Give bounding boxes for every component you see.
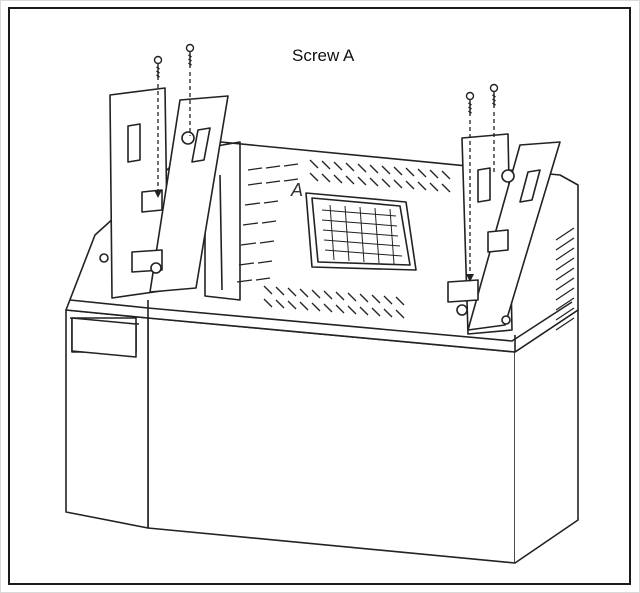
top-panel [204, 141, 451, 319]
screw-left-1 [153, 55, 163, 80]
screw-a-label: Screw A [292, 46, 355, 65]
insertion-guide-lines [157, 72, 495, 278]
left-mounting-bracket [99, 87, 229, 299]
service-cover [305, 192, 417, 271]
side-vents [555, 227, 575, 331]
screw-right-2 [489, 83, 499, 108]
screw-left-2 [185, 43, 195, 68]
right-mounting-bracket [447, 133, 561, 335]
panel-mark-letter: A [291, 180, 304, 200]
screw-right-1 [465, 91, 475, 116]
insertion-arrows [154, 190, 474, 282]
